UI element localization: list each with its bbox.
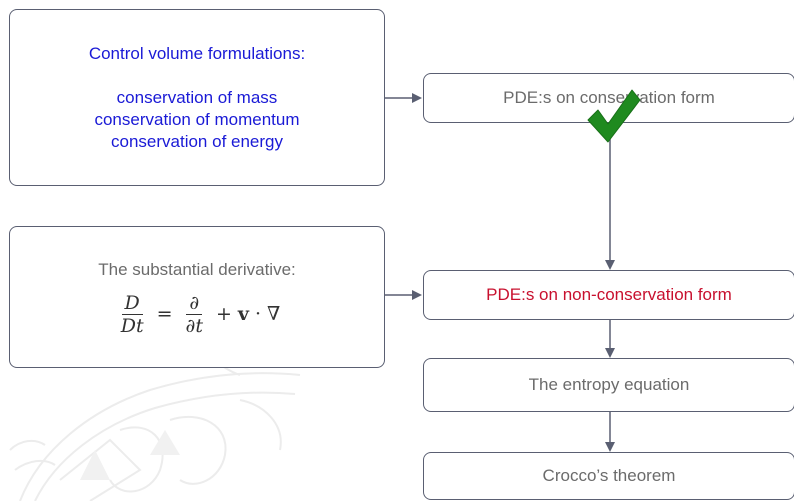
conservation-form-box: PDE:s on conservation form — [423, 73, 794, 123]
fraction-d-dt-denominator: Dt — [120, 314, 144, 337]
substantial-derivative-title: The substantial derivative: — [98, 259, 296, 279]
crocco-theorem-label: Crocco’s theorem — [542, 466, 676, 485]
conservation-form-label: PDE:s on conservation form — [503, 88, 715, 107]
control-volume-box: Control volume formulations: conservatio… — [9, 9, 385, 186]
crocco-theorem-box: Crocco’s theorem — [423, 452, 794, 500]
university-seal-watermark — [9, 339, 301, 501]
control-volume-line-mass: conservation of mass — [116, 87, 278, 107]
substantial-derivative-equation: D Dt = ∂ ∂t + v · ∇ — [114, 293, 281, 336]
nonconservation-form-box: PDE:s on non-conservation form — [423, 270, 794, 320]
entropy-equation-label: The entropy equation — [528, 375, 690, 394]
control-volume-title: Control volume formulations: — [88, 43, 306, 63]
entropy-equation-box: The entropy equation — [423, 358, 794, 412]
fraction-d-dt-numerator: D — [121, 293, 143, 315]
substantial-derivative-box: The substantial derivative: D Dt = ∂ ∂t … — [9, 226, 385, 368]
fraction-d-dt: D Dt — [118, 293, 147, 336]
equals-sign: = — [156, 303, 173, 325]
fraction-partial-denominator: ∂t — [185, 314, 203, 337]
control-volume-line-momentum: conservation of momentum — [94, 109, 300, 129]
fraction-partial-numerator: ∂ — [186, 293, 203, 315]
dot-operator: · — [254, 303, 261, 325]
fraction-partial-dt: ∂ ∂t — [183, 293, 206, 336]
velocity-vector: v — [237, 303, 249, 325]
control-volume-line-energy: conservation of energy — [111, 131, 283, 151]
plus-sign: + — [215, 303, 232, 325]
nonconservation-form-label: PDE:s on non-conservation form — [486, 285, 732, 304]
checkmark-icon — [587, 89, 641, 143]
nabla-operator: ∇ — [267, 303, 281, 325]
